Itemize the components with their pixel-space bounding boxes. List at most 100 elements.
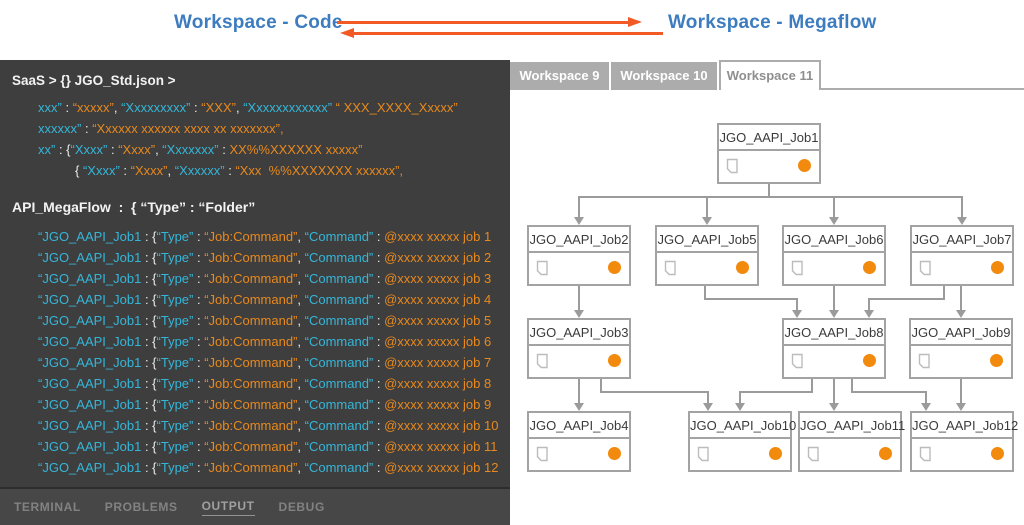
code-token: “Xxxxxx xxxxxx xxxx xx xxxxxxx”, [92,121,284,136]
code-token: “Type” [156,460,194,475]
job-node-jgo_aapi_job4[interactable]: JGO_AAPI_Job4 [527,411,631,472]
job-node-label: JGO_AAPI_Job2 [529,227,629,253]
code-token: : { [141,313,157,328]
job-node-jgo_aapi_job3[interactable]: JGO_AAPI_Job3 [527,318,631,379]
edge-line [704,298,798,300]
code-token: , [297,334,305,349]
status-dot [798,159,811,172]
arrowhead-down-icon [829,217,839,225]
job-node-jgo_aapi_job7[interactable]: JGO_AAPI_Job7 [910,225,1014,286]
code-token: : [373,250,385,265]
code-token: “Xxxxxx” [174,163,225,178]
code-token: : [193,334,205,349]
code-token: “Command” [304,229,374,244]
code-token: “XXX” [201,100,236,115]
status-dot [863,354,876,367]
job-node-jgo_aapi_job9[interactable]: JGO_AAPI_Job9 [909,318,1013,379]
job-node-jgo_aapi_job8[interactable]: JGO_AAPI_Job8 [782,318,886,379]
job-node-jgo_aapi_job6[interactable]: JGO_AAPI_Job6 [782,225,886,286]
job-node-status-row [657,253,757,282]
job-node-status-row [912,253,1012,282]
breadcrumb[interactable]: SaaS > {} JGO_Std.json > [12,73,176,88]
code-token: : [373,460,385,475]
job-node-status-row [719,151,819,180]
job-node-jgo_aapi_job1[interactable]: JGO_AAPI_Job1 [717,123,821,184]
code-token: , [297,271,305,286]
code-token: , [297,355,305,370]
edge-line [868,298,945,300]
code-token: “Xxxxxxxxxxxx” [243,100,333,115]
code-token: @xxxx xxxxx job 5 [384,313,492,328]
edge-line [960,379,962,405]
job-node-status-row [911,346,1011,375]
code-token: : { [141,397,157,412]
workspace-megaflow-title: Workspace - Megaflow [668,12,877,33]
job-node-label: JGO_AAPI_Job6 [784,227,884,253]
code-token: , [297,439,305,454]
code-token: “Xxxxxxx” [162,142,219,157]
edge-line [833,286,835,312]
job-node-jgo_aapi_job10[interactable]: JGO_AAPI_Job10 [688,411,796,472]
code-token: @xxxx xxxxx job 2 [384,250,492,265]
panel-tab-terminal[interactable]: TERMINAL [14,500,81,514]
job-code-line: “JGO_AAPI_Job1 : {“Type” : “Job:Command”… [0,268,510,289]
job-node-status-row [912,439,1012,468]
code-token: “Type” [156,439,194,454]
edge-line [925,393,927,405]
panel-tab-output[interactable]: OUTPUT [201,499,255,516]
code-token: @xxxx xxxxx job 7 [384,355,492,370]
code-token: “Type” [156,355,194,370]
code-token: : { [141,271,157,286]
arrowhead-down-icon [792,310,802,318]
job-node-status-row [529,439,629,468]
code-token: “Type” [156,376,194,391]
job-node-jgo_aapi_job5[interactable]: JGO_AAPI_Job5 [655,225,759,286]
code-token: : [373,439,385,454]
job-code-line: “JGO_AAPI_Job1 : {“Type” : “Job:Command”… [0,247,510,268]
panel-tab-problems[interactable]: PROBLEMS [104,500,178,514]
job-node-label: JGO_AAPI_Job3 [529,320,629,346]
code-token: “ XXX_XXXX_Xxxxx” [332,100,458,115]
status-dot [736,261,749,274]
code-token: “Command” [304,355,374,370]
code-token: : { [141,418,157,433]
code-token: : [193,355,205,370]
code-token: xx” [38,142,56,157]
code-token: : [373,292,385,307]
code-token: “Type” [156,250,194,265]
job-node-jgo_aapi_job11[interactable]: JGO_AAPI_Job11 [798,411,905,472]
arrow-right-line [337,21,630,24]
code-token: : [224,163,236,178]
job-node-jgo_aapi_job2[interactable]: JGO_AAPI_Job2 [527,225,631,286]
edge-line [578,286,580,312]
tab-workspace-11[interactable]: Workspace 11 [719,60,821,90]
job-node-status-row [529,253,629,282]
job-node-label: JGO_AAPI_Job11 [800,413,905,439]
code-token: , [297,376,305,391]
panel-tab-debug[interactable]: DEBUG [278,500,325,514]
code-token: “Command” [304,460,374,475]
tab-workspace-9[interactable]: Workspace 9 [510,62,609,90]
code-token: xxx” [38,100,62,115]
code-token: : { [55,142,71,157]
edge-line [943,286,945,298]
code-token: : { [141,460,157,475]
job-code-line: “JGO_AAPI_Job1 : {“Type” : “Job:Command”… [0,436,510,457]
job-code-line: “JGO_AAPI_Job1 : {“Type” : “Job:Command”… [0,289,510,310]
job-node-label: JGO_AAPI_Job1 [719,125,819,151]
code-token: , [297,229,305,244]
status-dot [608,261,621,274]
edge-line [739,393,741,405]
code-token: “JGO_AAPI_Job1 [38,355,142,370]
code-token: : [61,100,73,115]
code-token: “Xxxx” [82,163,120,178]
tab-workspace-10[interactable]: Workspace 10 [611,62,717,90]
arrowhead-down-icon [735,403,745,411]
document-icon [791,353,803,368]
code-token: @xxxx xxxxx job 8 [384,376,492,391]
job-node-jgo_aapi_job12[interactable]: JGO_AAPI_Job12 [910,411,1018,472]
document-icon [726,158,738,173]
code-token: @xxxx xxxxx job 1 [384,229,492,244]
job-node-label: JGO_AAPI_Job7 [912,227,1012,253]
